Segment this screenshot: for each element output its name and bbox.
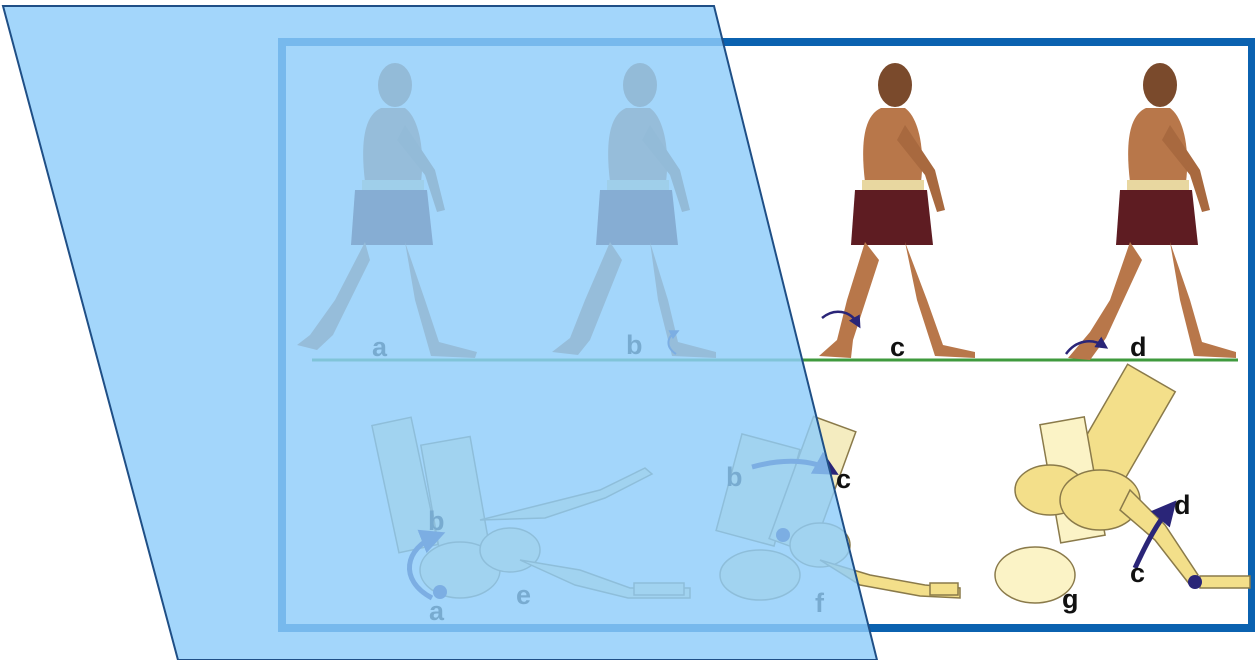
rotation-arrow-d xyxy=(1064,336,1109,355)
walk-label-d: d xyxy=(1130,332,1147,362)
foot-right-label-d: d xyxy=(1174,490,1191,520)
walking-figure-c xyxy=(819,63,975,358)
joint-dot-right xyxy=(1188,575,1202,589)
foot-right-label-c: c xyxy=(1130,558,1145,588)
foot-right-label-g: g xyxy=(1062,584,1079,614)
translucent-overlay-panel xyxy=(1,5,879,660)
walking-figure-d xyxy=(1068,63,1236,360)
walk-label-c: c xyxy=(890,332,905,362)
curved-arrow-right xyxy=(1132,500,1177,570)
foot-skeleton-right xyxy=(994,363,1251,604)
foot-middle-label-c: c xyxy=(836,464,851,494)
rotation-arrow-c xyxy=(821,310,861,329)
